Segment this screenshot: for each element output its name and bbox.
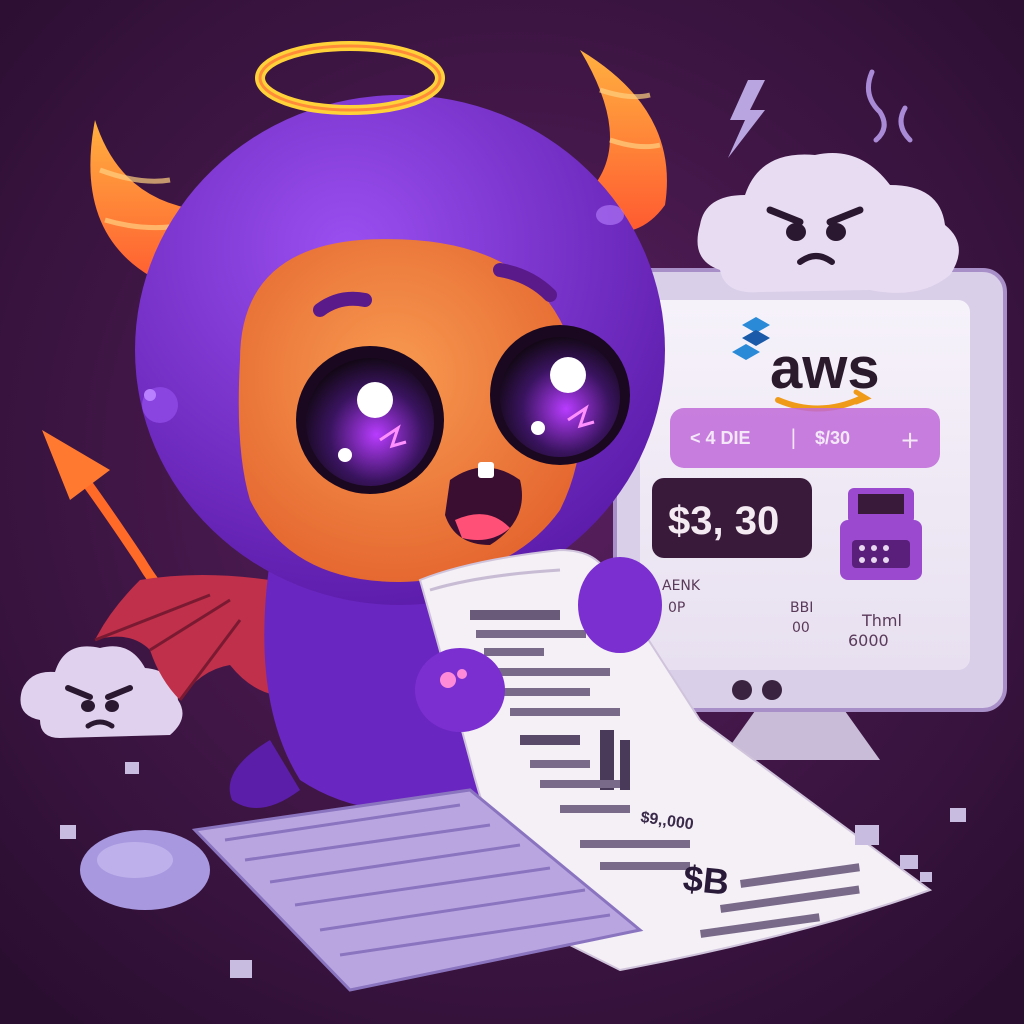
keyboard bbox=[191, 788, 644, 992]
screen-label: BBI bbox=[790, 600, 813, 616]
character-hand bbox=[578, 557, 662, 653]
angry-cloud-icon bbox=[20, 646, 183, 738]
screen-label: 00 bbox=[792, 620, 810, 636]
monitor: aws < 4 DIE | $/30 + $3, 30 AENK 0P BBI … bbox=[613, 268, 1007, 760]
debris bbox=[60, 825, 76, 839]
price-value: $3, 30 bbox=[668, 499, 779, 543]
debris bbox=[950, 808, 966, 822]
monitor-button bbox=[732, 680, 752, 700]
left-eye bbox=[296, 346, 444, 494]
character-hand bbox=[415, 648, 505, 732]
cash-register-icon bbox=[840, 488, 922, 580]
screen-label: 0P bbox=[668, 600, 685, 616]
debris bbox=[230, 960, 252, 978]
receipt-amount-large: $B bbox=[681, 857, 731, 903]
aws-logo-text: aws bbox=[770, 336, 880, 401]
screen-label: Thml bbox=[861, 611, 902, 630]
nav-left-text: < 4 DIE bbox=[690, 428, 751, 448]
debris bbox=[920, 872, 932, 882]
character-leg bbox=[229, 740, 300, 808]
lightning-icon bbox=[728, 80, 765, 158]
steam-icon bbox=[865, 69, 887, 143]
aws-cube-logo bbox=[732, 317, 770, 360]
price-box bbox=[652, 478, 812, 558]
screen-nav-bar bbox=[670, 408, 940, 468]
steam-icon bbox=[898, 105, 913, 143]
devil-wing bbox=[95, 575, 275, 700]
nav-middle-text: $/30 bbox=[815, 428, 850, 448]
plus-icon: + bbox=[900, 426, 920, 454]
debris bbox=[125, 762, 139, 774]
screen-label: 6000 bbox=[848, 631, 889, 650]
right-eye bbox=[490, 325, 630, 465]
monitor-button bbox=[762, 680, 782, 700]
debris bbox=[855, 825, 879, 845]
screen-label: AENK bbox=[662, 578, 701, 594]
nav-separator: | bbox=[790, 425, 797, 449]
debris bbox=[900, 855, 918, 869]
angry-cloud-icon bbox=[697, 153, 959, 293]
